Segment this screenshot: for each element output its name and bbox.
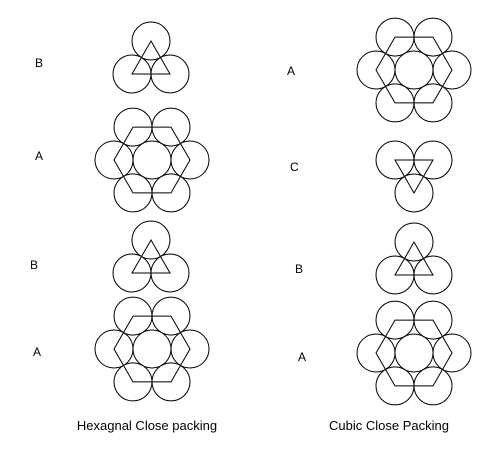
ccp-layer-2-triangle [375,140,453,213]
hcp-layer-3-label: B [30,258,38,272]
hexagon-outline [375,319,453,387]
sphere [132,329,172,369]
ccp-layer-1-hexagon [356,17,472,123]
hcp-layer-2-label: A [35,149,43,163]
triangle-outline [131,40,171,75]
hexagon-outline [375,36,453,104]
hcp-layer-1-triangle [112,21,190,94]
sphere [94,329,134,369]
sphere [132,140,172,180]
sphere [356,333,396,373]
triangle-outline [394,241,434,276]
hcp-layer-1-label: B [35,56,43,70]
hcp-layer-4-hexagon [94,296,210,402]
sphere [394,173,434,213]
sphere [432,333,472,373]
ccp-layer-2-label: C [290,160,299,174]
ccp-caption: Cubic Close Packing [329,418,449,433]
hcp-caption: Hexagnal Close packing [77,418,217,433]
sphere [131,21,171,61]
sphere [356,50,396,90]
hexagon-outline [113,315,191,383]
ccp-layer-1-label: A [287,64,295,78]
triangle-outline [131,239,171,274]
cubic-column: A C B A Cubic Close Packing [287,17,472,433]
sphere [94,140,134,180]
ccp-layer-4-label: A [298,350,306,364]
hcp-layer-3-triangle [112,220,190,293]
hexagonal-column: B A B A Hexagnal Close packing [30,21,217,433]
sphere [170,329,210,369]
sphere [394,50,434,90]
hexagon-outline [113,126,191,194]
sphere [394,222,434,262]
ccp-layer-3-triangle [375,222,453,295]
ccp-layer-4-hexagon [356,300,472,406]
sphere [432,50,472,90]
sphere [170,140,210,180]
sphere [394,333,434,373]
ccp-layer-3-label: B [295,262,303,276]
hcp-layer-4-label: A [33,345,41,359]
triangle-outline [394,159,434,194]
sphere [131,220,171,260]
hcp-layer-2-hexagon [94,107,210,213]
